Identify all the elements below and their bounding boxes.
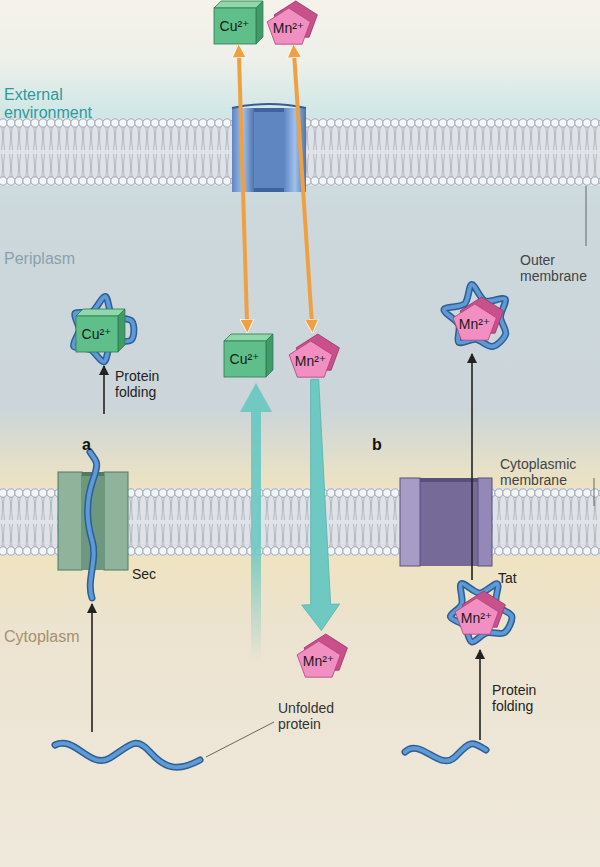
tat-translocase xyxy=(400,478,492,566)
manganese-ion: Mn²⁺ xyxy=(297,634,348,677)
manganese-ion: Mn²⁺ xyxy=(455,591,506,634)
copper-ion: Cu²⁺ xyxy=(76,309,125,352)
manganese-ion: Mn²⁺ xyxy=(267,1,318,44)
ion-label: Cu²⁺ xyxy=(230,351,260,367)
manganese-ion: Mn²⁺ xyxy=(453,297,504,340)
ion-label: Mn²⁺ xyxy=(461,610,493,626)
region-label: Periplasm xyxy=(4,250,124,268)
manganese-ion: Mn²⁺ xyxy=(289,334,340,377)
copper-ion: Cu²⁺ xyxy=(214,1,263,44)
process-label: Protein folding xyxy=(115,368,185,400)
ion-label: Cu²⁺ xyxy=(220,18,250,34)
uptake-arrow xyxy=(302,379,340,630)
protein-chains xyxy=(55,285,512,768)
membrane-label: Cytoplasmic membrane xyxy=(500,456,588,488)
process-label: Protein folding xyxy=(492,682,562,714)
transport-arrow xyxy=(240,383,272,660)
exchange-arrow xyxy=(294,46,313,330)
ion-label: Cu²⁺ xyxy=(82,326,112,342)
protein-label: Unfolded protein xyxy=(278,700,350,732)
region-label: External environment xyxy=(4,86,114,123)
region-label: Cytoplasm xyxy=(4,628,124,646)
transporter-label: Sec xyxy=(132,566,172,582)
transporter-label: Tat xyxy=(498,570,538,586)
ion-label: Mn²⁺ xyxy=(295,353,327,369)
leader-lines xyxy=(206,186,594,757)
ion-label: Mn²⁺ xyxy=(273,20,305,36)
copper-ion: Cu²⁺ xyxy=(224,334,273,377)
ion-label: Mn²⁺ xyxy=(459,316,491,332)
membrane-label: Outer membrane xyxy=(520,252,595,284)
ion-label: Mn²⁺ xyxy=(303,653,335,669)
panel-letter: b xyxy=(372,436,392,454)
folding-arrows xyxy=(92,354,480,740)
panel-letter: a xyxy=(82,436,102,454)
exchange-arrow xyxy=(239,46,248,330)
